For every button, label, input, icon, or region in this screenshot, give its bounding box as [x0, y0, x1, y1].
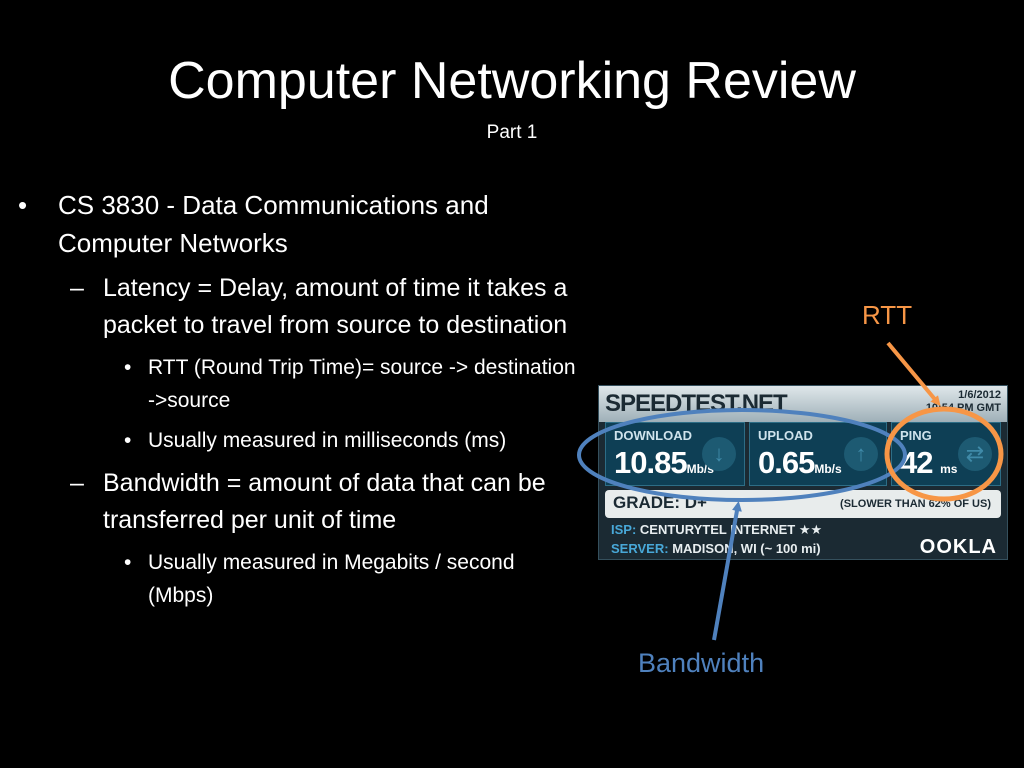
bullet-bandwidth: – Bandwidth = amount of data that can be… [18, 465, 578, 539]
slide-subtitle: Part 1 [486, 122, 538, 143]
rtt-highlight-circle [884, 406, 1004, 502]
download-number: 10.85 [614, 445, 688, 480]
bullet-rtt: • RTT (Round Trip Time)= source -> desti… [18, 351, 578, 417]
upload-unit: Mb/s [814, 462, 842, 476]
bullet-text: CS 3830 - Data Communications and Comput… [58, 190, 489, 258]
server-line: SERVER: MADISON, WI (~ 100 mi) [611, 541, 821, 556]
ookla-logo: OOKLA [919, 536, 997, 558]
upload-number: 0.65 [758, 445, 815, 480]
bullet-text: Bandwidth = amount of data that can be t… [103, 469, 546, 534]
download-label: DOWNLOAD [614, 428, 692, 443]
bandwidth-arrow [712, 501, 742, 641]
bullet-mbps: • Usually measured in Megabits / second … [18, 546, 578, 612]
isp-value: CENTURYTEL INTERNET ★★ [639, 522, 823, 537]
bullet-text: Usually measured in Megabits / second (M… [148, 551, 515, 607]
ping-unit: ms [940, 462, 958, 476]
download-value: 10.85Mb/s [614, 445, 714, 481]
dash-marker: – [70, 469, 84, 497]
slide-title: Computer Networking Review [168, 52, 856, 110]
bullet-text: Latency = Delay, amount of time it takes… [103, 274, 568, 339]
download-panel: DOWNLOAD 10.85Mb/s ↓ [605, 422, 745, 486]
bandwidth-highlight-ellipse [577, 408, 907, 502]
upload-panel: UPLOAD 0.65Mb/s ↑ [749, 422, 887, 486]
upload-label: UPLOAD [758, 428, 813, 443]
server-value: MADISON, WI (~ 100 mi) [672, 541, 821, 556]
upload-arrow-icon: ↑ [844, 437, 878, 471]
bullet-marker: • [18, 190, 28, 220]
ping-arrow-icon: ⇄ [958, 437, 992, 471]
grade-note: (SLOWER THAN 62% OF US) [840, 498, 991, 510]
upload-value: 0.65Mb/s [758, 445, 842, 481]
download-arrow-icon: ↓ [702, 437, 736, 471]
server-key: SERVER: [611, 541, 669, 556]
bandwidth-annotation-label: Bandwidth [638, 648, 765, 678]
bullet-marker: • [124, 356, 132, 379]
bullet-list: • CS 3830 - Data Communications and Comp… [18, 186, 578, 612]
isp-key: ISP: [611, 522, 637, 537]
bullet-text: RTT (Round Trip Time)= source -> destina… [148, 356, 576, 412]
bullet-marker: • [124, 429, 132, 452]
ping-label: PING [900, 428, 932, 443]
bullet-latency: – Latency = Delay, amount of time it tak… [18, 270, 578, 344]
bullet-ms: • Usually measured in milliseconds (ms) [18, 424, 578, 457]
rtt-annotation-label: RTT [862, 300, 913, 330]
speedtest-timestamp: 1/6/2012 10:54 PM GMT [926, 389, 1001, 415]
bullet-text: Usually measured in milliseconds (ms) [148, 429, 507, 452]
dash-marker: – [70, 274, 84, 302]
bullet-course: • CS 3830 - Data Communications and Comp… [18, 186, 578, 262]
speedtest-date: 1/6/2012 [958, 389, 1001, 401]
bullet-marker: • [124, 551, 132, 574]
isp-line: ISP: CENTURYTEL INTERNET ★★ [611, 522, 822, 538]
rtt-arrow [886, 341, 941, 407]
